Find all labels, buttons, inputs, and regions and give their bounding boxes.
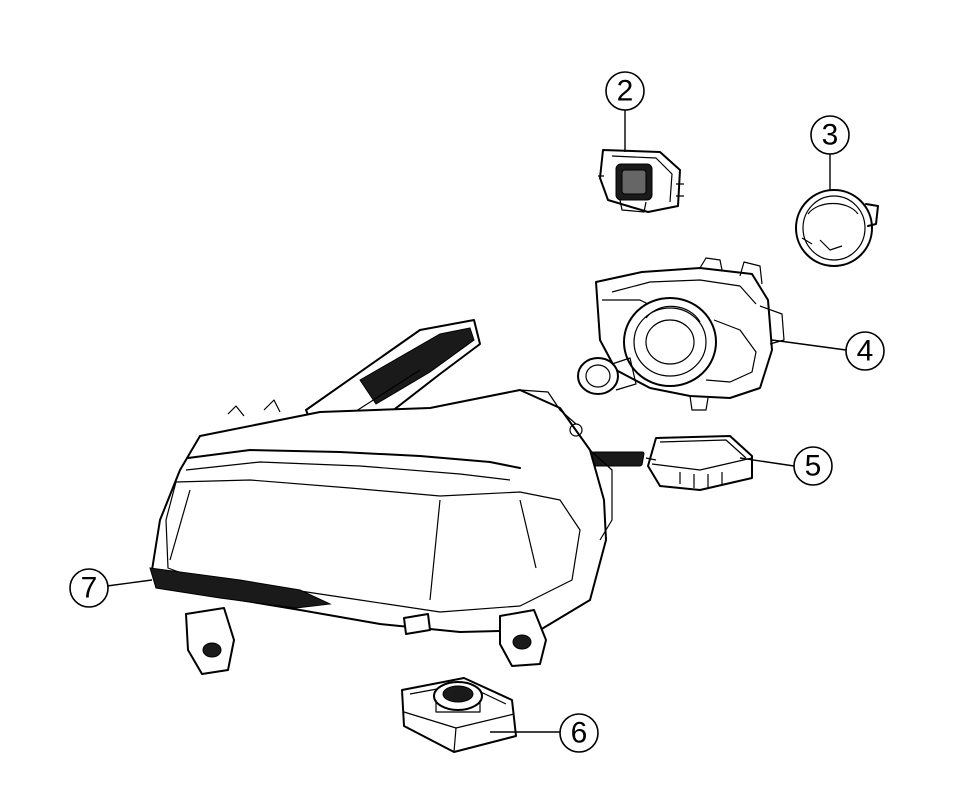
callout-3-label: 3 — [822, 119, 839, 152]
part-5-control-module — [589, 435, 753, 491]
leader-7 — [106, 579, 153, 587]
callout-7: 7 — [69, 568, 109, 608]
callout-4-label: 4 — [857, 335, 874, 368]
callout-2: 2 — [605, 71, 645, 111]
callout-2-label: 2 — [617, 75, 634, 108]
callout-7-label: 7 — [81, 572, 98, 605]
part-4-projector-module — [577, 257, 785, 411]
callout-3: 3 — [810, 115, 850, 155]
callout-6: 6 — [559, 713, 599, 753]
callout-5-label: 5 — [805, 450, 822, 483]
part-3-retaining-ring — [795, 189, 879, 267]
leader-4 — [771, 339, 847, 351]
part-2-igniter — [598, 149, 684, 213]
callout-4: 4 — [845, 331, 885, 371]
leader-lines — [106, 110, 847, 733]
callout-6-label: 6 — [571, 717, 588, 750]
callout-5: 5 — [793, 446, 833, 486]
leader-5 — [739, 457, 795, 467]
part-6-ballast — [401, 677, 517, 753]
part-7-headlamp-assembly — [149, 319, 613, 675]
